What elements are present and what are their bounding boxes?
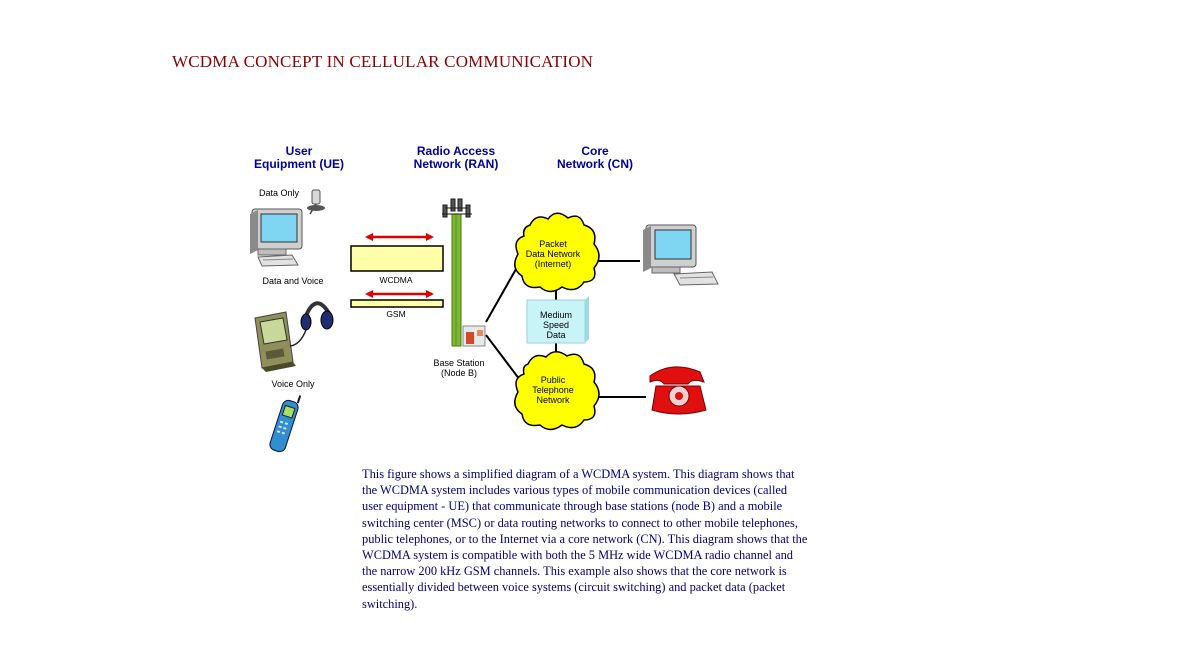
packet-line3: (Internet) [534, 259, 572, 269]
header-ran-line1: Radio Access [416, 144, 496, 158]
link-bs-telephone [485, 334, 521, 381]
caption-line: This figure shows a simplified diagram o… [362, 467, 795, 481]
computer-icon [250, 208, 303, 267]
wcdma-channel-bar [350, 245, 444, 272]
telephone-icon [649, 366, 707, 415]
label-packet-data-network: Packet Data Network (Internet) [518, 239, 588, 269]
header-ran: Radio Access Network (RAN) [406, 145, 506, 171]
mobile-phone-icon [269, 395, 302, 453]
telephone-line3: Network [536, 395, 570, 405]
label-wcdma: WCDMA [379, 275, 413, 285]
header-cn-line2: Network (CN) [556, 157, 633, 171]
figure-caption: This figure shows a simplified diagram o… [362, 466, 882, 612]
pda-icon [254, 311, 296, 372]
core-computer-icon [643, 224, 719, 286]
caption-line: switching). [362, 596, 418, 611]
packet-line2: Data Network [525, 249, 581, 259]
tower-icon [442, 198, 486, 347]
packet-line1: Packet [539, 239, 567, 249]
wcdma-channel [350, 233, 444, 272]
caption-line: public telephones, or to the Internet vi… [362, 531, 808, 546]
telephone-line1: Public [540, 375, 566, 385]
label-voice-only: Voice Only [271, 379, 315, 389]
antenna-icon [307, 189, 325, 215]
label-gsm: GSM [386, 309, 406, 319]
link-bs-packet [485, 261, 521, 323]
packet-data-cloud [514, 212, 600, 293]
caption-line: WCDMA system is compatible with both the… [362, 548, 793, 563]
header-ue: User Equipment (UE) [249, 145, 349, 171]
medium-speed-box [526, 296, 589, 344]
gsm-channel [350, 290, 444, 308]
label-base-station: Base Station (Node B) [426, 358, 492, 378]
caption-line: the WCDMA system includes various types … [362, 483, 788, 498]
gsm-channel-bar [350, 299, 444, 308]
label-data-and-voice: Data and Voice [262, 276, 324, 286]
caption-line: switching center (MSC) or data routing n… [362, 515, 798, 530]
telephone-line2: Telephone [532, 385, 574, 395]
headset-icon [289, 301, 334, 347]
header-ran-line2: Network (RAN) [413, 157, 499, 171]
base-station-line2: (Node B) [440, 368, 477, 378]
caption-line: essentially divided between voice system… [362, 580, 786, 595]
connector-lines [485, 260, 646, 398]
telephone-network-cloud [514, 351, 600, 431]
base-station-line1: Base Station [433, 358, 485, 368]
label-public-telephone-network: Public Telephone Network [518, 375, 588, 405]
label-data-only: Data Only [258, 188, 300, 198]
page-title: WCDMA CONCEPT IN CELLULAR COMMUNICATION [172, 52, 594, 71]
label-medium-speed-data: Medium Speed Data [527, 310, 585, 340]
medium-line2: Speed [542, 320, 570, 330]
header-ue-line1: User [285, 144, 313, 158]
medium-line3: Data [546, 330, 566, 340]
header-cn-line1: Core [581, 144, 609, 158]
caption-line: the narrow 200 kHz GSM channels. This ex… [362, 564, 787, 579]
header-ue-line2: Equipment (UE) [254, 157, 344, 171]
medium-line1: Medium [539, 310, 572, 320]
header-cn: Core Network (CN) [545, 145, 645, 171]
caption-line: user equipment - UE) that communicate th… [362, 499, 783, 514]
